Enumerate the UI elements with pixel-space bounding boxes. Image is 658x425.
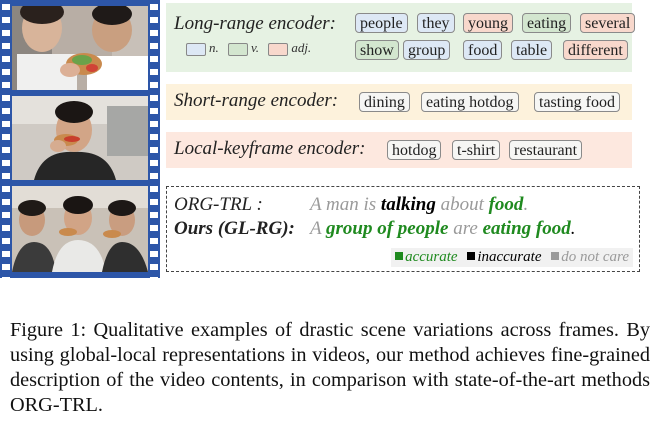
baseline-caption-line: ORG-TRL : A man is talking about food. xyxy=(174,194,528,216)
caption-accurate-word: group of people xyxy=(326,218,449,239)
video-film-strip xyxy=(0,0,160,278)
tag-adjective: several xyxy=(580,13,636,33)
inaccurate-swatch xyxy=(467,252,476,260)
caption-comparison-box: ORG-TRL : A man is talking about food. Ou… xyxy=(166,186,640,272)
tag-noun: people xyxy=(355,13,408,33)
caption-dontcare-word: A man is xyxy=(310,194,381,215)
tag-verb: show xyxy=(355,40,399,60)
local-keyframe-tag: restaurant xyxy=(509,140,583,160)
tag-noun: food xyxy=(463,40,503,60)
ours-caption-line: Ours (GL-RG): A group of people are eatin… xyxy=(174,218,575,240)
local-keyframe-tag: t-shirt xyxy=(452,140,501,160)
caption-inaccurate-word: talking xyxy=(380,194,436,215)
video-frame-2 xyxy=(12,96,148,180)
ours-method-label: Ours (GL-RG): xyxy=(174,218,295,239)
short-range-encoder-panel: Short-range encoder: dining eating hotdo… xyxy=(166,84,632,120)
verb-legend-label: v. xyxy=(251,40,260,55)
local-keyframe-encoder-panel: Local-keyframe encoder: hotdog t-shirt r… xyxy=(166,132,632,168)
accuracy-key-legend: accurate inaccurate do not care xyxy=(391,248,633,267)
verb-swatch xyxy=(228,42,248,56)
short-range-tag: eating hotdog xyxy=(421,92,519,112)
accurate-swatch xyxy=(395,252,404,260)
inaccurate-key-label: inaccurate xyxy=(477,249,542,265)
video-frame-1 xyxy=(12,6,148,90)
adjective-legend-label: adj. xyxy=(291,40,312,55)
tag-noun: group xyxy=(403,40,451,60)
dontcare-key-label: do not care xyxy=(561,249,629,265)
short-range-encoder-title: Short-range encoder: xyxy=(174,90,339,111)
noun-legend-label: n. xyxy=(209,40,219,55)
figure-caption: Figure 1: Qualitative examples of drasti… xyxy=(10,319,650,416)
tag-adjective: different xyxy=(563,40,628,60)
accurate-key-label: accurate xyxy=(405,249,458,265)
short-range-tag: dining xyxy=(359,92,410,112)
long-range-encoder-panel: Long-range encoder: people they young ea… xyxy=(166,3,636,72)
caption-dontcare-word: about xyxy=(435,194,489,215)
film-sprocket-holes-left xyxy=(2,0,10,278)
long-range-encoder-title: Long-range encoder: xyxy=(174,13,336,34)
baseline-method-label: ORG-TRL : xyxy=(174,194,263,215)
film-sprocket-holes-right xyxy=(150,0,158,278)
dontcare-swatch xyxy=(551,252,560,260)
short-range-tag: tasting food xyxy=(534,92,620,112)
tag-adjective: young xyxy=(463,13,513,33)
adjective-swatch xyxy=(268,42,289,56)
local-keyframe-tag: hotdog xyxy=(387,140,442,160)
tag-verb: eating xyxy=(522,13,572,33)
tag-noun: they xyxy=(417,13,455,33)
video-frame-3 xyxy=(12,186,148,272)
caption-dontcare-word: A xyxy=(310,218,327,239)
caption-period: . xyxy=(570,218,576,239)
noun-swatch xyxy=(186,42,206,56)
local-keyframe-encoder-title: Local-keyframe encoder: xyxy=(174,138,366,159)
caption-accurate-word: eating food xyxy=(482,218,571,239)
caption-accurate-word: food xyxy=(488,194,524,215)
caption-dontcare-word: are xyxy=(448,218,483,239)
caption-dontcare-word: . xyxy=(523,194,529,215)
tag-noun: table xyxy=(511,40,553,60)
part-of-speech-legend: n. v. adj. xyxy=(180,40,311,56)
